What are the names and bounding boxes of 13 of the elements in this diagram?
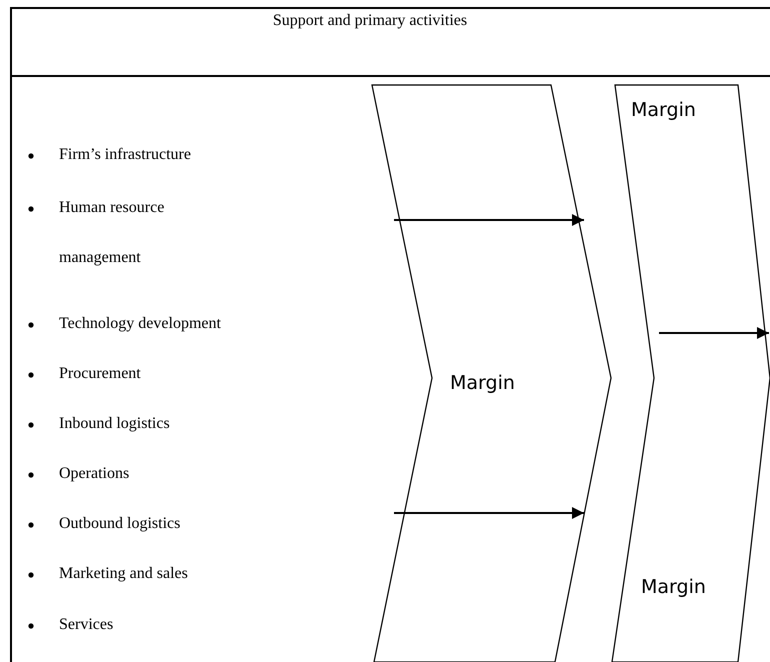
list-item: Outbound logistics bbox=[59, 515, 182, 533]
list-item: Services bbox=[59, 616, 114, 634]
list-item: Marketing and sales bbox=[59, 565, 189, 583]
node-label: Margin bbox=[631, 99, 696, 121]
list-item: Human resource management bbox=[59, 198, 166, 268]
list-item: Procurement bbox=[59, 365, 142, 383]
node-label: Margin bbox=[450, 372, 515, 394]
list-item: Technology development bbox=[59, 315, 222, 333]
node-label: Margin bbox=[641, 576, 706, 598]
list-item: Operations bbox=[59, 465, 130, 483]
list-item: Firm’s infrastructure bbox=[59, 146, 192, 164]
list-item: Inbound logistics bbox=[59, 415, 171, 433]
table-header: Support and primary activities bbox=[272, 12, 468, 30]
